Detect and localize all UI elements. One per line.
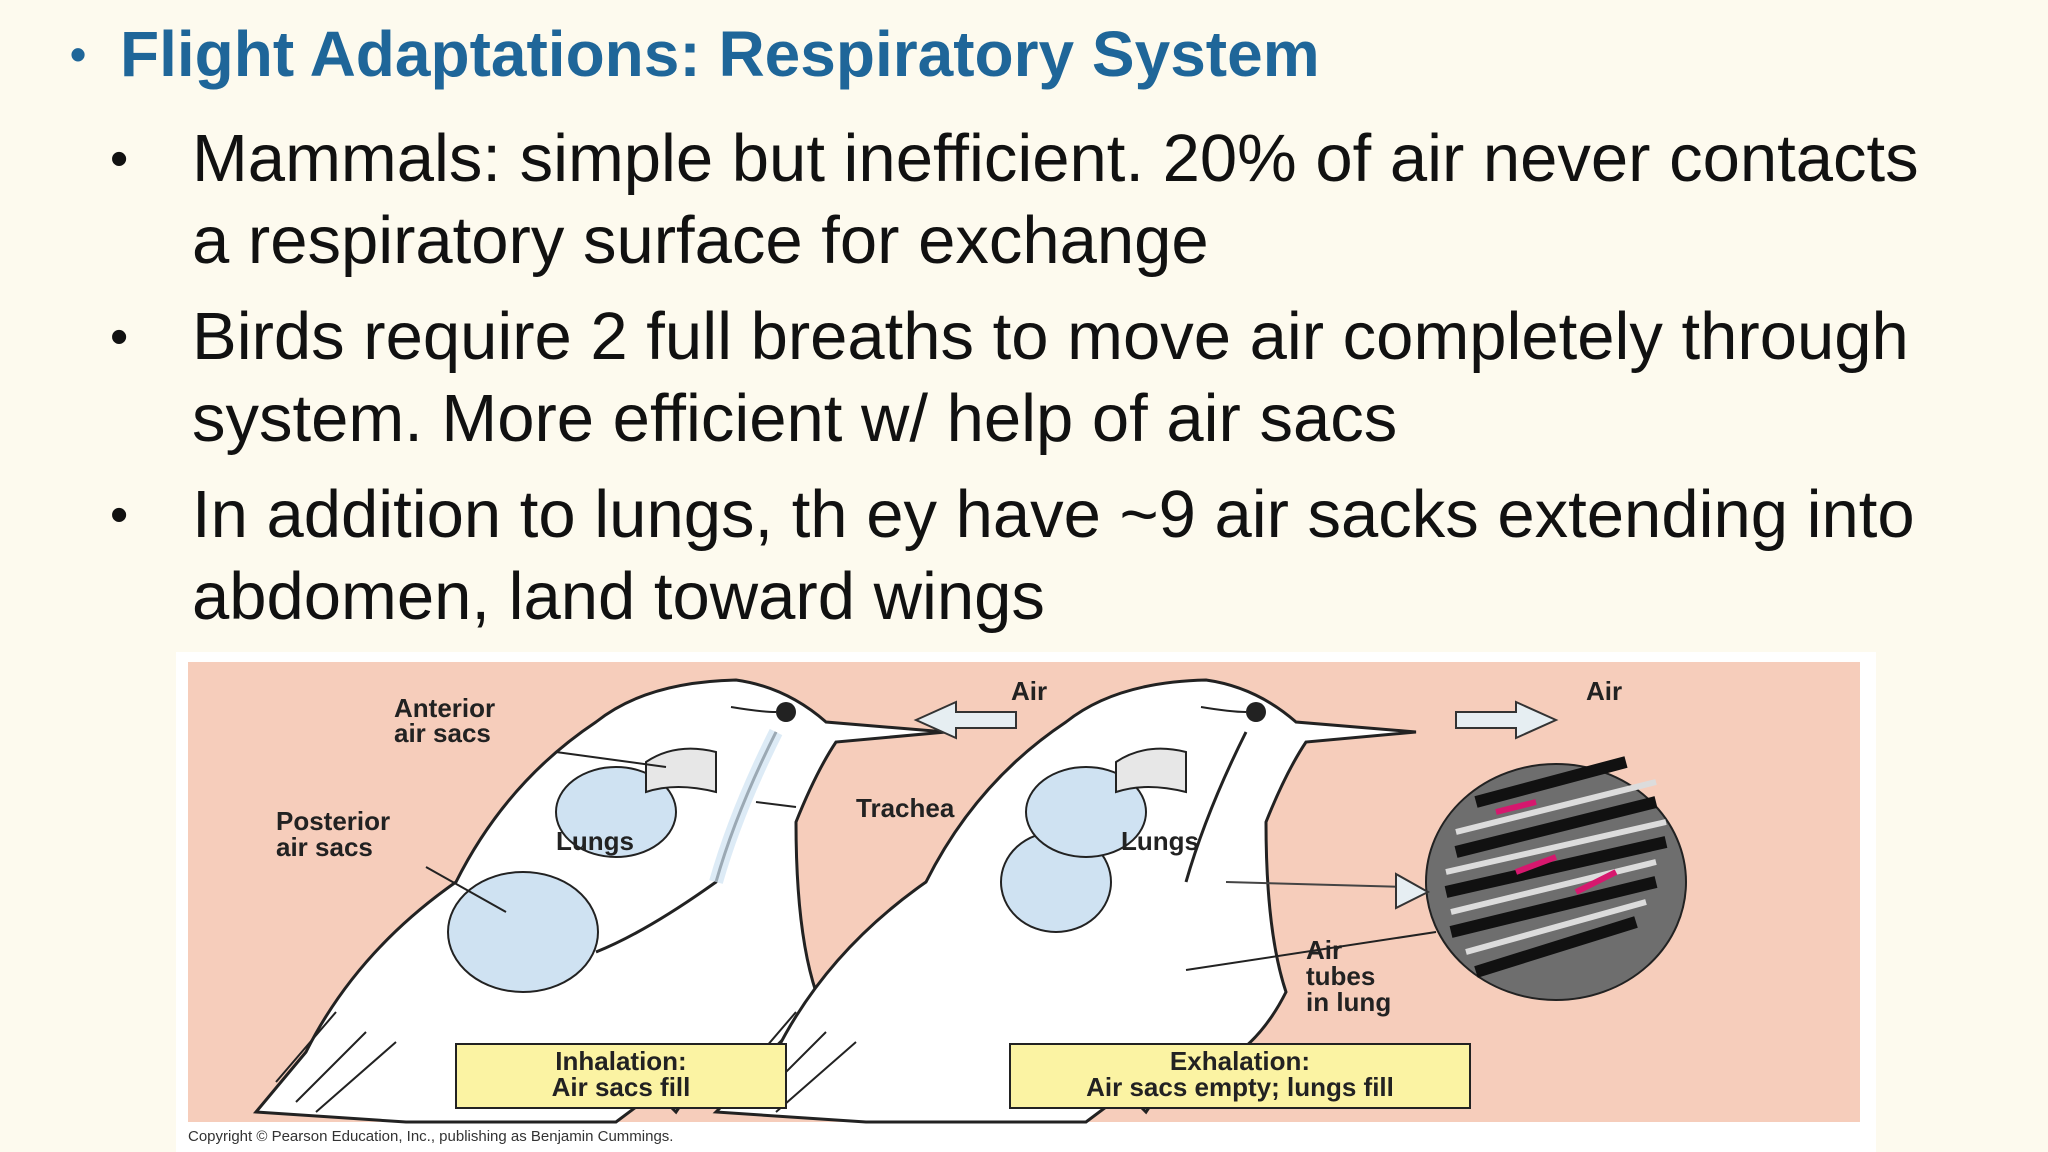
copyright-notice: Copyright © Pearson Education, Inc., pub… — [188, 1128, 674, 1145]
eyebrow-right — [1200, 706, 1247, 713]
eye-left — [776, 702, 796, 722]
bird-exhalation — [712, 678, 1417, 1124]
lung-to-micrograph-arrowhead — [1395, 872, 1431, 910]
flow-arrow-2 — [1514, 854, 1558, 875]
inhalation-text: Air sacs fill — [552, 1072, 691, 1102]
flow-arrow-1 — [1495, 799, 1537, 815]
trachea-right — [1184, 731, 1248, 883]
eyebrow-left — [730, 706, 777, 713]
inhalation-caption-box — [455, 1043, 787, 1109]
bullet-list: • Mammals: simple but inefficient. 20% o… — [110, 118, 1930, 652]
bullet-marker: • — [110, 130, 129, 188]
lung-to-micrograph-line — [1225, 881, 1407, 888]
anterior-sac-right — [1115, 747, 1187, 794]
label-lungs-right: Lungs — [1121, 826, 1199, 856]
bullet-marker: • — [110, 308, 129, 366]
exhalation-text: Air sacs empty; lungs fill — [1086, 1072, 1394, 1102]
trachea-leader — [755, 801, 797, 808]
anterior-leader — [555, 751, 667, 768]
anterior-sac-left — [645, 747, 717, 794]
label-air-left: Air — [1011, 676, 1047, 706]
bullet-item: • Birds require 2 full breaths to move a… — [110, 296, 1930, 460]
bullet-marker: • — [110, 486, 129, 544]
label-air-tubes-2: tubes — [1306, 961, 1375, 991]
air-out-arrow — [1455, 700, 1559, 740]
figure-illustration: Anterior air sacs Posterior air sacs Lun… — [252, 676, 1687, 1124]
title-bullet: • — [70, 28, 87, 80]
label-air-tubes-3: in lung — [1306, 987, 1391, 1017]
label-posterior-1: Posterior — [276, 806, 390, 836]
lung-micrograph — [1425, 756, 1687, 1001]
posterior-sac-left — [447, 871, 599, 993]
flow-arrow-3 — [1574, 869, 1618, 895]
tail-feathers-left — [275, 1011, 397, 1113]
eye-right — [1246, 702, 1266, 722]
air-tubes-leader — [1185, 931, 1437, 971]
label-trachea: Trachea — [856, 793, 955, 823]
slide-title: Flight Adaptations: Respiratory System — [120, 18, 1320, 90]
bullet-item: • Mammals: simple but inefficient. 20% o… — [110, 118, 1930, 282]
air-in-arrow — [913, 700, 1017, 740]
bullet-item: • In addition to lungs, th ey have ~9 ai… — [110, 474, 1930, 638]
label-lungs-left: Lungs — [556, 826, 634, 856]
label-posterior-2: air sacs — [276, 832, 373, 862]
respiratory-figure: Anterior air sacs Posterior air sacs Lun… — [176, 652, 1876, 1152]
inhalation-title: Inhalation: — [555, 1046, 686, 1076]
slide-title-row: • Flight Adaptations: Respiratory System — [70, 14, 1320, 94]
label-anterior-1: Anterior — [394, 693, 495, 723]
bullet-text: In addition to lungs, th ey have ~9 air … — [192, 477, 1915, 634]
label-air-right: Air — [1586, 676, 1622, 706]
exhalation-caption-box — [1009, 1043, 1471, 1109]
bullet-text: Birds require 2 full breaths to move air… — [192, 299, 1909, 456]
posterior-leader — [425, 866, 507, 913]
exhalation-title: Exhalation: — [1170, 1046, 1310, 1076]
label-air-tubes-1: Air — [1306, 935, 1342, 965]
label-anterior-2: air sacs — [394, 718, 491, 748]
bullet-text: Mammals: simple but inefficient. 20% of … — [192, 121, 1919, 278]
